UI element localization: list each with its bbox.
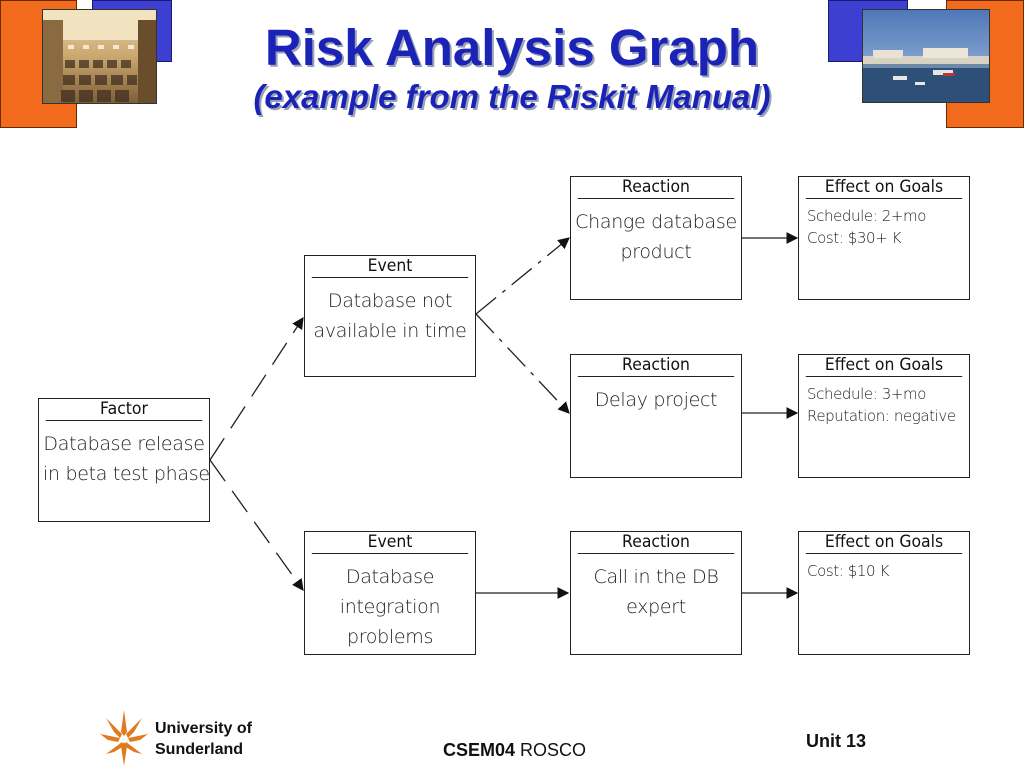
reaction-line: Change database: [575, 211, 737, 233]
factor-body: Database release in beta test phase: [39, 421, 210, 489]
event-line: integration: [339, 596, 441, 618]
connector-event1-reaction1: [475, 237, 570, 315]
office-photo: [42, 9, 157, 104]
reaction-line: Call in the DB: [593, 566, 719, 588]
connector-event1-reaction2: [475, 313, 570, 414]
reaction-box-2: Reaction Delay project: [570, 354, 742, 478]
effect-box-1: Effect on Goals Schedule: 2+mo Cost: $30…: [798, 176, 970, 300]
effect-body: Schedule: 3+mo Reputation: negative: [799, 377, 969, 427]
reaction-line: expert: [626, 596, 686, 618]
effect-box-2: Effect on Goals Schedule: 3+mo Reputatio…: [798, 354, 970, 478]
university-logo-icon: [100, 710, 148, 766]
effect-line: Schedule: 2+mo: [807, 207, 927, 225]
event-line: Database not: [327, 290, 453, 312]
connector-factor-event2: [209, 459, 304, 591]
event-body: Database integration problems: [305, 554, 475, 652]
course-name: ROSCO: [515, 740, 587, 760]
page-subtitle: (example from the Riskit Manual): [253, 78, 771, 115]
event-line: available in time: [313, 320, 467, 342]
course-code: CSEM04: [443, 740, 516, 760]
reaction-header: Reaction: [577, 532, 735, 554]
reaction-box-3: Reaction Call in the DB expert: [570, 531, 742, 655]
reaction-line: Delay project: [594, 389, 718, 411]
reaction-body: Call in the DB expert: [571, 554, 741, 622]
event-body: Database not available in time: [305, 278, 475, 346]
reaction-header: Reaction: [577, 177, 735, 199]
effect-header: Effect on Goals: [805, 177, 963, 199]
effect-header: Effect on Goals: [805, 532, 963, 554]
factor-line: Database release: [43, 433, 205, 455]
event-header: Event: [311, 256, 469, 278]
event-box-1: Event Database not available in time: [304, 255, 476, 377]
event-line: problems: [346, 626, 434, 648]
university-name: University of Sunderland: [155, 718, 252, 760]
harbour-photo: [862, 9, 990, 103]
unit-label: Unit 13: [806, 731, 867, 751]
event-box-2: Event Database integration problems: [304, 531, 476, 655]
factor-line: in beta test phase: [43, 463, 210, 485]
effect-line: Cost: $10 K: [807, 562, 890, 580]
reaction-header: Reaction: [577, 355, 735, 377]
factor-header: Factor: [45, 399, 203, 421]
factor-box: Factor Database release in beta test pha…: [38, 398, 210, 522]
effect-header: Effect on Goals: [805, 355, 963, 377]
reaction-body: Change database product: [571, 199, 741, 267]
university-name-line2: Sunderland: [155, 741, 244, 758]
reaction-box-1: Reaction Change database product: [570, 176, 742, 300]
event-line: Database: [345, 566, 435, 588]
effect-line: Schedule: 3+mo: [807, 385, 927, 403]
course-label: CSEM04 ROSCO: [443, 740, 586, 761]
effect-line: Reputation: negative: [807, 407, 956, 425]
reaction-line: product: [620, 241, 692, 263]
page-title: Risk Analysis Graph: [264, 19, 760, 76]
event-header: Event: [311, 532, 469, 554]
effect-body: Cost: $10 K: [799, 554, 969, 582]
effect-line: Cost: $30+ K: [807, 229, 902, 247]
university-name-line1: University of: [155, 720, 252, 737]
effect-box-3: Effect on Goals Cost: $10 K: [798, 531, 970, 655]
reaction-body: Delay project: [571, 377, 741, 415]
effect-body: Schedule: 2+mo Cost: $30+ K: [799, 199, 969, 249]
connector-factor-event1: [209, 317, 304, 461]
